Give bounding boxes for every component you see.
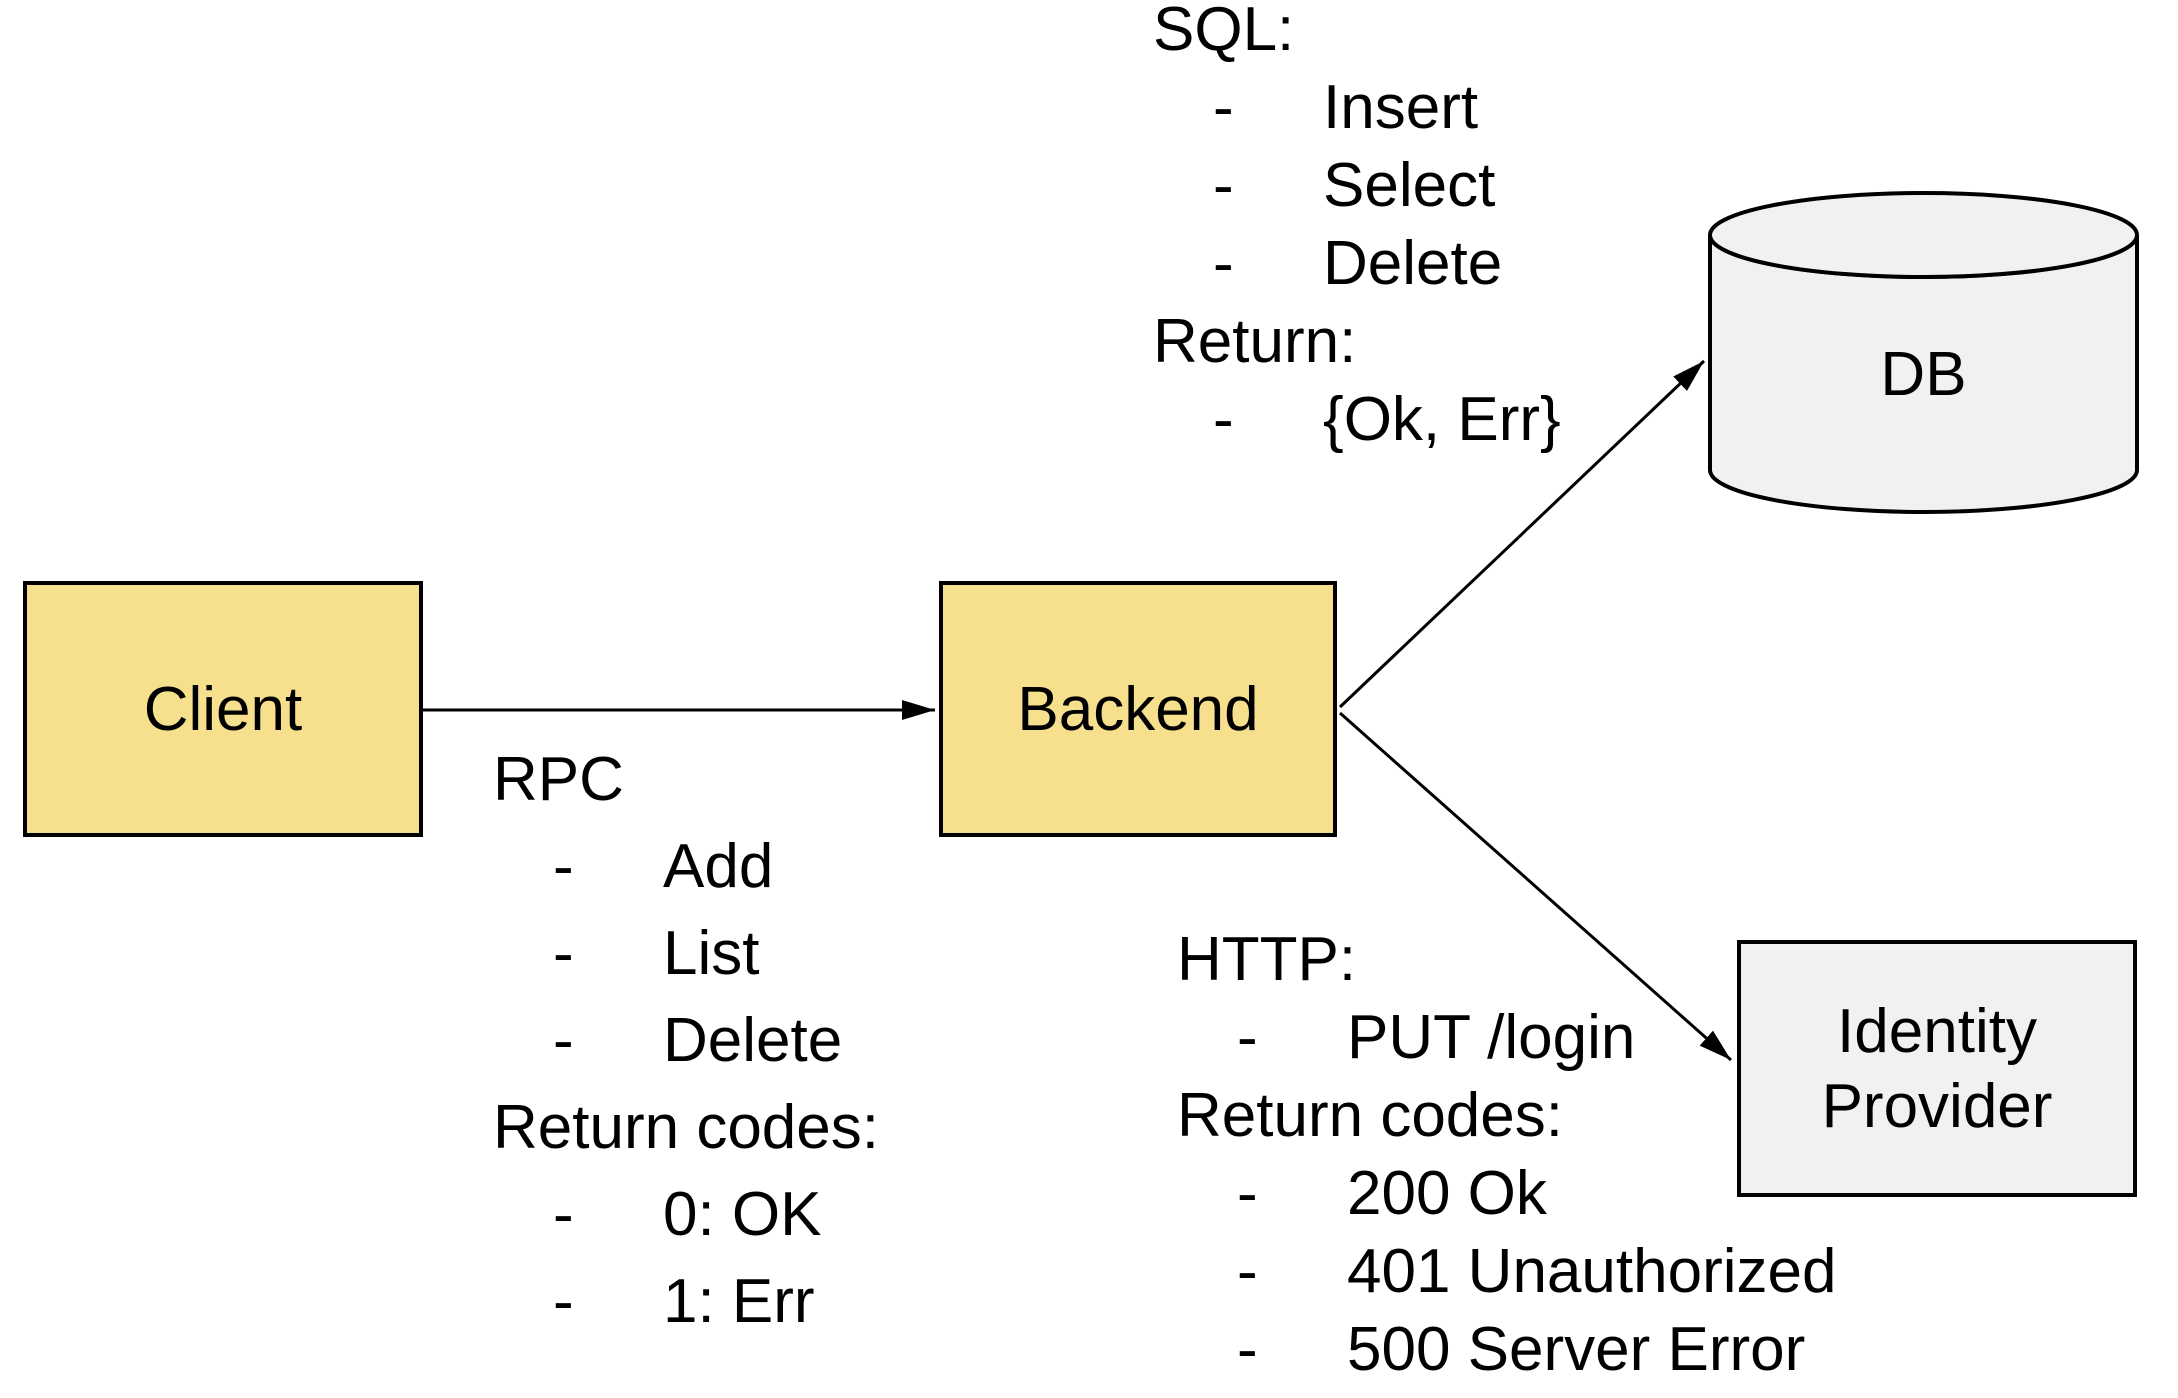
identity-provider-node: Identity Provider: [1737, 940, 2137, 1197]
annotation-text: Delete: [663, 1006, 843, 1075]
annotation-text: Return:: [1153, 307, 1357, 376]
annotation-line: SQL:: [1153, 0, 1561, 69]
bullet-dash: -: [1213, 151, 1234, 220]
identity-provider-label: Identity Provider: [1821, 996, 2053, 1141]
annotation-text: RPC: [493, 745, 624, 814]
bullet-dash: -: [553, 832, 574, 901]
annotation-line: - List: [493, 910, 879, 997]
bullet-dash: -: [553, 1267, 574, 1336]
annotation-text: {Ok, Err}: [1323, 385, 1561, 454]
db-cylinder-top: [1708, 191, 2139, 279]
annotation-text: 0: OK: [663, 1180, 822, 1249]
annotation-text: 401 Unauthorized: [1347, 1237, 1837, 1306]
annotation-line: - {Ok, Err}: [1153, 381, 1561, 459]
annotation-line: - 200 Ok: [1177, 1155, 1836, 1233]
annotation-text: Insert: [1323, 73, 1479, 142]
edge-backend-identity-provider-arrow: [1339, 711, 1732, 1062]
bullet-dash: -: [1213, 229, 1234, 298]
annotation-line: - Delete: [493, 997, 879, 1084]
backend-label: Backend: [1017, 674, 1259, 744]
bullet-dash: -: [1237, 1315, 1258, 1384]
rpc-annotation: RPC - Add - List - Delete Return codes: - 0:…: [493, 736, 879, 1345]
annotation-line: - 0: OK: [493, 1171, 879, 1258]
annotation-line: - 401 Unauthorized: [1177, 1233, 1836, 1311]
http-annotation: HTTP: -PUT /login Return codes: -200 Ok …: [1177, 921, 1836, 1389]
client-node: Client: [23, 581, 423, 837]
annotation-line: - Select: [1153, 147, 1561, 225]
annotation-text: List: [663, 919, 760, 988]
annotation-line: Return:: [1153, 303, 1561, 381]
annotation-line: HTTP:: [1177, 921, 1836, 999]
annotation-text: Add: [663, 832, 774, 901]
edge-backend-db-arrow: [1338, 359, 1706, 709]
annotation-text: SQL:: [1153, 0, 1295, 64]
annotation-text: Return codes:: [493, 1093, 879, 1162]
annotation-line: - Add: [493, 823, 879, 910]
annotation-line: RPC: [493, 736, 879, 823]
client-label: Client: [143, 674, 303, 744]
annotation-text: 200 Ok: [1347, 1159, 1547, 1228]
bullet-dash: -: [1213, 385, 1234, 454]
annotation-text: Return codes:: [1177, 1081, 1563, 1150]
bullet-dash: -: [1237, 1237, 1258, 1306]
annotation-line: - Delete: [1153, 225, 1561, 303]
db-label: DB: [1880, 339, 1967, 409]
annotation-text: PUT /login: [1347, 1003, 1636, 1072]
annotation-line: - PUT /login: [1177, 999, 1836, 1077]
annotation-line: - 500 Server Error: [1177, 1311, 1836, 1389]
annotation-text: HTTP:: [1177, 925, 1357, 994]
annotation-line: - Insert: [1153, 69, 1561, 147]
backend-node: Backend: [939, 581, 1337, 837]
bullet-dash: -: [553, 1006, 574, 1075]
sql-annotation: SQL: - Insert - Select - Delete Return: - {O…: [1153, 0, 1561, 459]
bullet-dash: -: [1237, 1159, 1258, 1228]
db-node-label: DB: [1710, 259, 2137, 489]
annotation-text: 1: Err: [663, 1267, 815, 1336]
annotation-line: Return codes:: [1177, 1077, 1836, 1155]
annotation-text: Delete: [1323, 229, 1503, 298]
annotation-text: Select: [1323, 151, 1496, 220]
annotation-text: 500 Server Error: [1347, 1315, 1806, 1384]
bullet-dash: -: [1237, 1003, 1258, 1072]
annotation-line: Return codes:: [493, 1084, 879, 1171]
bullet-dash: -: [553, 1180, 574, 1249]
bullet-dash: -: [1213, 73, 1234, 142]
bullet-dash: -: [553, 919, 574, 988]
annotation-line: - 1: Err: [493, 1258, 879, 1345]
